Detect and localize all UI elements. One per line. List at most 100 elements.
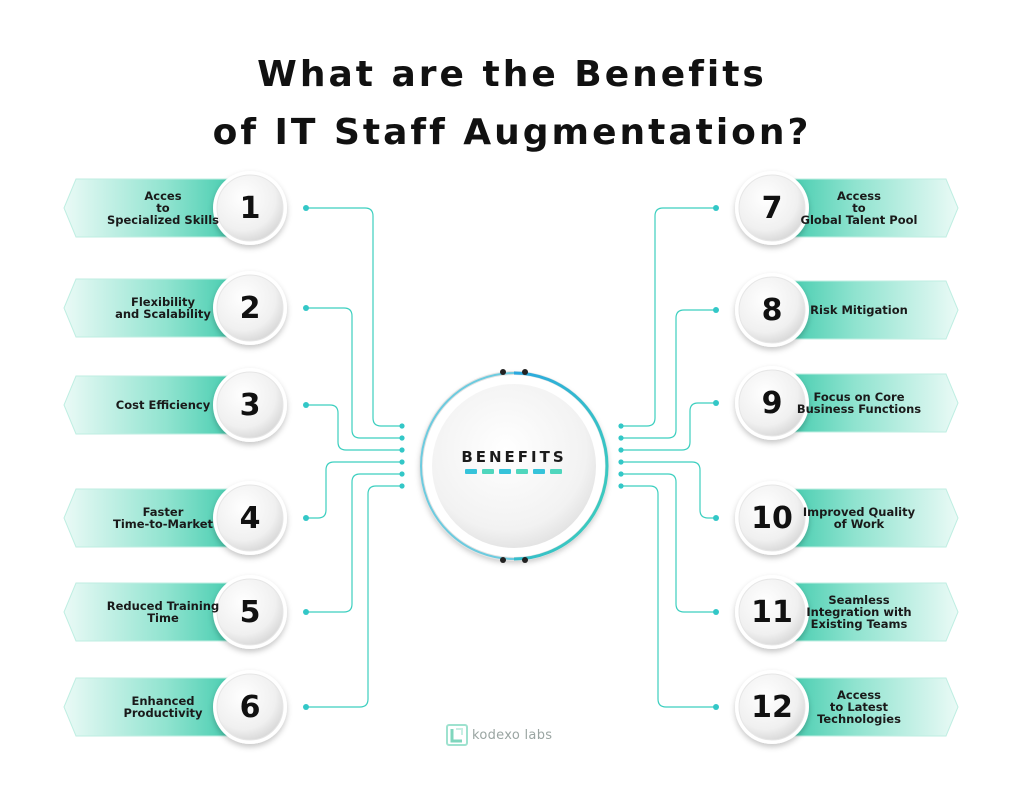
benefit-label-6: Enhanced Productivity	[123, 694, 203, 720]
center-hub-dot	[522, 557, 528, 563]
benefit-label-11: Seamless Integration with Existing Teams	[806, 593, 912, 631]
connector-line-10	[621, 461, 716, 519]
connector-hub-dot-9	[618, 447, 624, 453]
benefit-banner-3	[63, 375, 253, 435]
center-hub-dot	[500, 369, 506, 375]
benefit-number-1: 1	[239, 190, 261, 226]
number-circle-4	[216, 484, 284, 552]
benefit-number-8: 8	[761, 292, 783, 328]
connector-line-7	[621, 207, 716, 427]
center-hub-accent-ring-right	[513, 371, 609, 561]
logo-text: kodexo labs	[472, 727, 553, 743]
center-title: BENEFITS	[461, 448, 567, 466]
benefit-banner-5	[63, 582, 253, 642]
connector-end-dot-3	[303, 402, 309, 408]
benefit-number-12: 12	[751, 689, 793, 725]
connector-hub-dot-11	[618, 471, 624, 477]
number-circle-9	[738, 369, 806, 437]
connector-line-8	[621, 309, 716, 439]
benefit-label-shapes	[63, 178, 959, 737]
benefit-number-2: 2	[239, 290, 261, 326]
connector-end-dot-10	[713, 515, 719, 521]
connector-line-4	[306, 461, 402, 519]
connector-end-dot-9	[713, 400, 719, 406]
number-circle-8	[738, 276, 806, 344]
connector-end-dot-4	[303, 515, 309, 521]
benefit-banner-4	[63, 488, 253, 548]
connector-end-dot-12	[713, 704, 719, 710]
center-dash-bar	[465, 469, 562, 474]
benefit-number-4: 4	[239, 500, 261, 536]
connector-line-11	[621, 473, 716, 613]
number-circle-6	[216, 673, 284, 741]
benefit-number-5: 5	[239, 594, 261, 630]
connector-end-dot-6	[303, 704, 309, 710]
benefit-number-6: 6	[239, 689, 261, 725]
number-circle-2	[216, 274, 284, 342]
center-dash	[516, 469, 528, 474]
number-circle-12	[738, 673, 806, 741]
center-hub-dot	[500, 557, 506, 563]
connector-hub-dot-2	[399, 435, 405, 441]
connector-hub-dot-10	[618, 459, 624, 465]
connector-end-dot-2	[303, 305, 309, 311]
kodexo-logo-icon	[446, 724, 468, 746]
number-circles	[213, 171, 809, 744]
center-dash	[482, 469, 494, 474]
connector-end-dot-8	[713, 307, 719, 313]
benefit-number-11: 11	[751, 594, 793, 630]
connector-line-5	[306, 473, 402, 613]
benefit-label-8: Risk Mitigation	[810, 303, 908, 317]
benefit-label-3: Cost Efficiency	[115, 398, 211, 412]
benefit-label-10: Improved Quality of Work	[802, 505, 916, 531]
connector-line-6	[306, 485, 402, 708]
benefit-number-10: 10	[751, 500, 793, 536]
page-title-line-1: What are the Benefits	[257, 54, 767, 95]
benefit-label-12: Access to Latest Technologies	[817, 688, 901, 726]
connector-line-9	[621, 402, 716, 451]
number-circle-1	[216, 174, 284, 242]
connector-hub-dot-6	[399, 483, 405, 489]
connector-hub-dot-7	[618, 423, 624, 429]
connector-end-dot-11	[713, 609, 719, 615]
number-circle-10	[738, 484, 806, 552]
number-circle-7	[738, 174, 806, 242]
connector-hub-dot-12	[618, 483, 624, 489]
center-dash	[550, 469, 562, 474]
center-dash	[499, 469, 511, 474]
benefit-banner-1	[63, 178, 253, 238]
connector-line-2	[306, 307, 402, 439]
benefit-label-4: Faster Time-to-Market	[112, 505, 214, 531]
center-hub-face	[432, 384, 596, 548]
center-hub-dot	[522, 369, 528, 375]
connector-hub-dot-5	[399, 471, 405, 477]
center-hub-accent-ring-left	[420, 372, 515, 560]
benefit-banner-6	[63, 677, 253, 737]
connector-end-dot-5	[303, 609, 309, 615]
benefit-label-2: Flexibility and Scalability	[115, 295, 211, 321]
number-circle-5	[216, 578, 284, 646]
benefit-banner-2	[63, 278, 253, 338]
connector-line-1	[306, 207, 402, 427]
connector-end-dot-1	[303, 205, 309, 211]
number-circle-3	[216, 371, 284, 439]
benefit-number-7: 7	[761, 190, 783, 226]
benefit-label-1: Acces to Specialized Skills	[106, 189, 220, 227]
center-dash	[533, 469, 545, 474]
connector-end-dot-7	[713, 205, 719, 211]
connector-line-3	[306, 404, 402, 451]
connector-hub-dot-3	[399, 447, 405, 453]
connector-hub-dot-1	[399, 423, 405, 429]
connector-hub-dot-8	[618, 435, 624, 441]
connector-hub-dot-4	[399, 459, 405, 465]
benefit-number-9: 9	[761, 385, 783, 421]
benefit-number-3: 3	[239, 387, 261, 423]
page-title-line-2: of IT Staff Augmentation?	[212, 112, 812, 153]
benefit-label-9: Focus on Core Business Functions	[796, 390, 922, 416]
center-dash	[465, 469, 477, 474]
number-circle-11	[738, 578, 806, 646]
brand-logo: kodexo labs	[446, 724, 552, 746]
connector-line-12	[621, 485, 716, 708]
center-hub	[419, 369, 609, 563]
